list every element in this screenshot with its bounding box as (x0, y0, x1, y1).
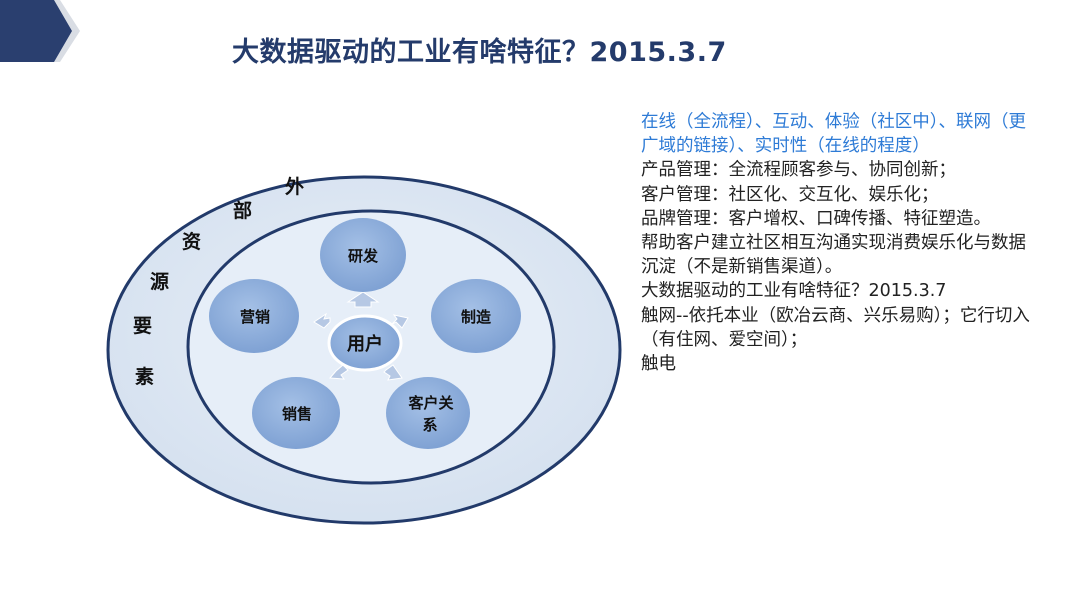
node-crm-label-1: 客户关 (407, 394, 453, 412)
arrow-up-icon (346, 291, 380, 308)
notes-line-product: 产品管理：全流程顾客参与、协同创新； (641, 160, 956, 181)
outer-char-3: 资 (182, 230, 201, 253)
arrow-left-icon (313, 312, 331, 329)
node-marketing (209, 279, 299, 353)
node-marketing-label: 营销 (240, 308, 270, 326)
outer-char-2: 部 (233, 199, 252, 222)
notes-line-title-repeat: 大数据驱动的工业有啥特征？2015.3.7 (641, 281, 947, 302)
corner-flag-decoration (0, 0, 80, 62)
arrow-icons (313, 291, 409, 381)
node-manufacturing (431, 279, 521, 353)
notes-line-community: 帮助客户建立社区相互沟通实现消费娱乐化与数据沉淀（不是新销售渠道）。 (641, 233, 1026, 278)
node-manufacturing-label: 制造 (461, 308, 491, 326)
node-center-label: 用户 (347, 333, 383, 355)
node-crm-label-2: 系 (422, 416, 437, 434)
notes-highlight: 在线（全流程）、互动、体验（社区中）、联网（更广域的链接）、实时性（在线的程度） (641, 112, 1026, 157)
outer-char-6: 素 (135, 365, 154, 388)
notes-line-electric: 触电 (641, 354, 676, 375)
node-center-user (327, 314, 403, 372)
outer-char-4: 源 (150, 270, 169, 293)
arrow-down-left-icon (328, 364, 349, 380)
node-crm (386, 377, 470, 449)
page-title: 大数据驱动的工业有啥特征？2015.3.7 (232, 37, 727, 68)
notes-line-customer: 客户管理：社区化、交互化、娱乐化； (641, 184, 939, 205)
node-rd-label: 研发 (348, 247, 379, 265)
node-sales-label: 销售 (282, 405, 312, 423)
outer-char-1: 外 (285, 175, 304, 198)
arrow-down-right-icon (383, 364, 403, 381)
notes-panel: 在线（全流程）、互动、体验（社区中）、联网（更广域的链接）、实时性（在线的程度）… (641, 110, 1033, 376)
outer-char-5: 要 (133, 315, 152, 337)
node-rd (320, 218, 406, 292)
notes-line-brand: 品牌管理：客户增权、口碑传播、特征塑造。 (641, 208, 991, 229)
node-sales (252, 377, 340, 449)
notes-line-internet: 触网--依托本业（欧冶云商、兴乐易购）；它行切入（有住网、爱空间）； (641, 305, 1030, 350)
